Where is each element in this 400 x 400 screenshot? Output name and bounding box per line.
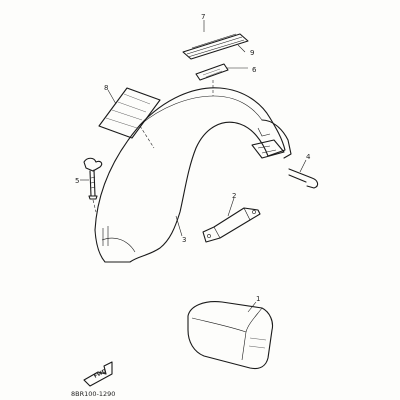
part-5-wing-bolt [83, 157, 103, 200]
part-3-rear-bracket [251, 139, 285, 159]
part-9-decal [191, 33, 237, 49]
part-1-cover [187, 301, 274, 370]
forward-arrow-icon: FWD [83, 361, 113, 387]
leader-lines [80, 20, 307, 313]
label-part-7: 7 [201, 13, 205, 21]
part-2-bracket [202, 207, 261, 243]
part-3-fender [94, 87, 292, 263]
label-part-9: 9 [250, 49, 254, 57]
part-4-hook [288, 168, 319, 189]
label-part-6: 6 [252, 66, 257, 74]
label-part-5: 5 [75, 177, 79, 185]
drawing-code: 8BR100-1290 [71, 390, 115, 398]
label-part-8: 8 [104, 84, 108, 92]
part-number-labels: 7 9 6 8 5 4 2 3 1 [75, 13, 311, 303]
part-8-sticker [98, 87, 161, 139]
label-part-3: 3 [182, 236, 186, 244]
label-part-4: 4 [306, 153, 311, 161]
forward-arrow-label: FWD [93, 368, 107, 379]
label-part-1: 1 [256, 295, 260, 303]
label-part-2: 2 [232, 192, 236, 200]
part-6-plate [195, 63, 229, 81]
part-7-decal [182, 33, 249, 60]
